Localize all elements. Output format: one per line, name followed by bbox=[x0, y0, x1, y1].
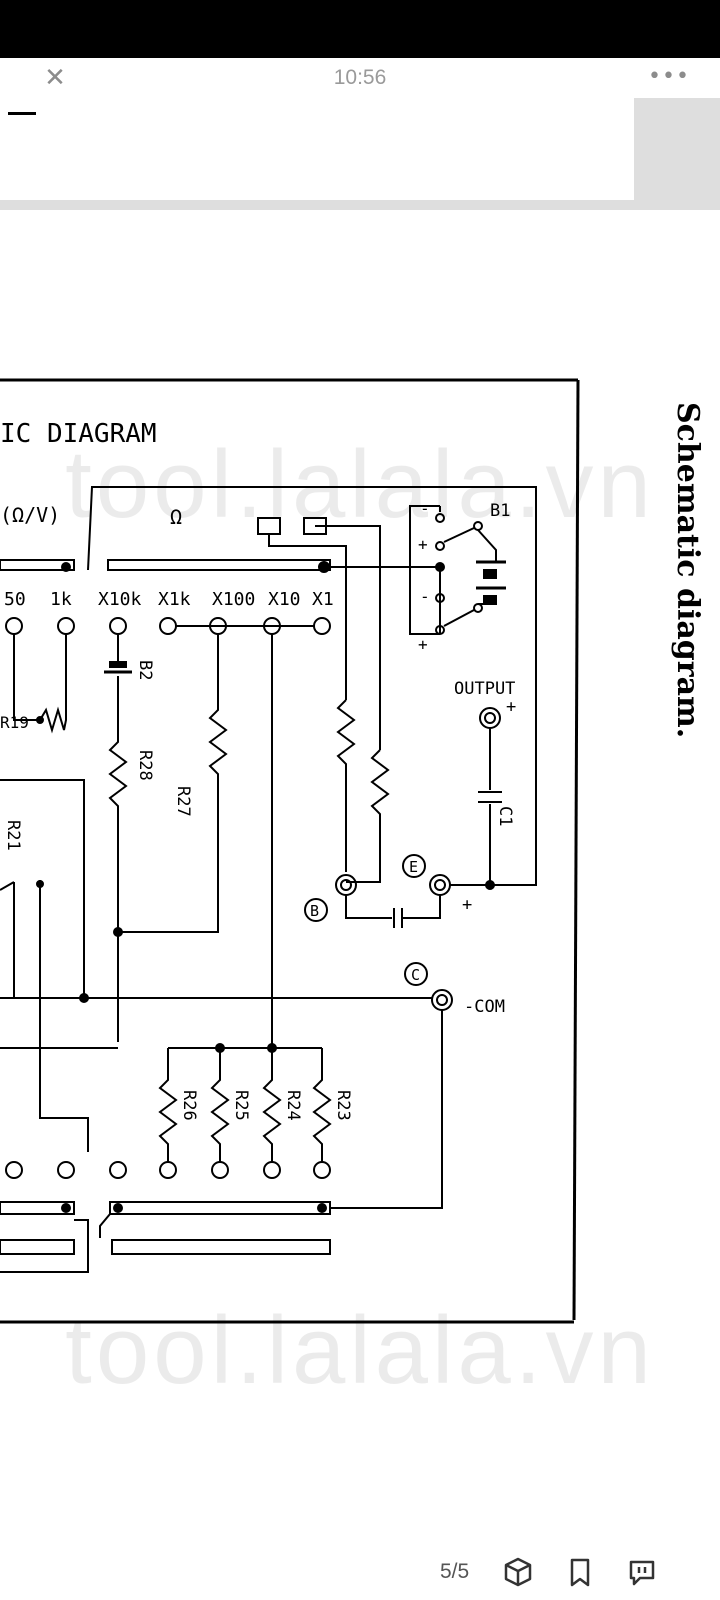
terminal-b-label: B bbox=[310, 902, 319, 920]
component-label-r25: R25 bbox=[231, 1090, 251, 1121]
component-label-c1: C1 bbox=[495, 806, 515, 826]
schematic-diagram: IC DIAGRAM (Ω/V) Ω 50 1k X10k X1k X100 X… bbox=[0, 378, 705, 1324]
comment-icon-graphic bbox=[629, 1560, 655, 1586]
previous-page-edge bbox=[0, 98, 720, 210]
component-label-r19: R19 bbox=[0, 713, 29, 732]
minus-sign: - bbox=[420, 587, 430, 606]
plus-sign: + bbox=[418, 635, 428, 654]
output-label: OUTPUT bbox=[454, 679, 515, 699]
component-label-r24: R24 bbox=[283, 1090, 303, 1121]
cube-icon[interactable] bbox=[500, 1554, 536, 1590]
bottom-toolbar: 5/5 bbox=[0, 1548, 720, 1600]
diagram-title: IC DIAGRAM bbox=[0, 419, 157, 449]
component-label-r23: R23 bbox=[333, 1090, 353, 1121]
more-icon[interactable]: ••• bbox=[648, 63, 690, 89]
range-label: X100 bbox=[212, 589, 255, 610]
plus-sign: + bbox=[418, 535, 428, 554]
component-label-r21: R21 bbox=[3, 820, 23, 851]
bookmark-icon[interactable] bbox=[562, 1554, 598, 1590]
close-icon[interactable]: ✕ bbox=[40, 64, 70, 92]
range-label: 50 bbox=[4, 589, 26, 610]
range-label: X10 bbox=[268, 589, 301, 610]
range-label: 1k bbox=[50, 589, 72, 610]
document-page[interactable]: IC DIAGRAM (Ω/V) Ω 50 1k X10k X1k X100 X… bbox=[0, 210, 720, 1545]
plus-sign: + bbox=[462, 895, 472, 915]
range-label: X1 bbox=[312, 589, 334, 610]
top-toolbar: ✕ 10:56 ••• bbox=[0, 58, 720, 99]
previous-page-mark bbox=[8, 112, 36, 115]
component-label-b1: B1 bbox=[490, 501, 510, 521]
previous-page-sheet bbox=[0, 98, 634, 200]
cube-icon-graphic bbox=[504, 1557, 532, 1587]
range-label: X10k bbox=[98, 589, 142, 610]
minus-sign: - bbox=[420, 499, 430, 518]
page-indicator: 5/5 bbox=[440, 1560, 470, 1583]
terminal-c-label: C bbox=[411, 966, 420, 984]
ohm-symbol-label: Ω bbox=[170, 505, 182, 529]
component-label-r27: R27 bbox=[173, 786, 193, 817]
status-bar bbox=[0, 0, 720, 58]
figure-caption: Schematic diagram. bbox=[670, 402, 705, 738]
bookmark-icon-graphic bbox=[570, 1558, 590, 1587]
plus-sign: + bbox=[506, 697, 516, 717]
range-label: X1k bbox=[158, 589, 191, 610]
component-label-r28: R28 bbox=[135, 750, 155, 781]
clock-time: 10:56 bbox=[333, 66, 387, 89]
comment-icon[interactable] bbox=[624, 1554, 660, 1590]
terminal-e-label: E bbox=[409, 858, 418, 876]
component-label-r26: R26 bbox=[179, 1090, 199, 1121]
ohm-per-volt-label: (Ω/V) bbox=[0, 503, 60, 527]
com-label: -COM bbox=[464, 997, 505, 1017]
component-label-b2: B2 bbox=[135, 660, 155, 680]
